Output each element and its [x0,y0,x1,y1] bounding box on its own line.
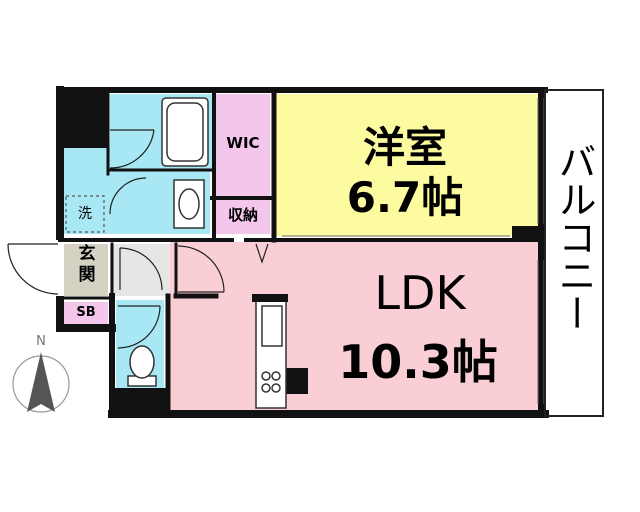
ldk-area [170,242,538,410]
compass [12,352,70,413]
wic-label: WIC [226,134,260,152]
washer-space [65,195,105,233]
shoe-box-area [64,302,108,324]
ldk-name: LDK [374,266,466,320]
columns [60,88,542,416]
storage-area [216,200,270,234]
western-room-name: 洋室 [362,123,447,172]
western-room-area [276,94,538,236]
kitchen-counter [252,294,288,409]
toilet [127,345,157,387]
western-room-size: 6.7帖 [346,173,464,222]
balcony-outline [544,89,604,417]
wic-area [216,94,270,196]
washer-label: 洗 [78,206,92,222]
wash-basin [173,179,205,229]
walls [56,86,549,418]
bathtub [161,97,209,167]
hall-area [110,244,174,296]
shoe-box-label: SB [76,305,96,320]
balcony-area [544,90,602,414]
storage-label: 収納 [227,206,258,224]
entrance-label: 玄関 [78,244,96,285]
compass-north-label: N [36,334,46,349]
balcony-label: バルコニー [552,142,596,332]
doors [7,129,269,349]
entrance-area [64,244,108,296]
north-arrow-icon [27,352,55,412]
ldk-size: 10.3帖 [338,335,498,389]
